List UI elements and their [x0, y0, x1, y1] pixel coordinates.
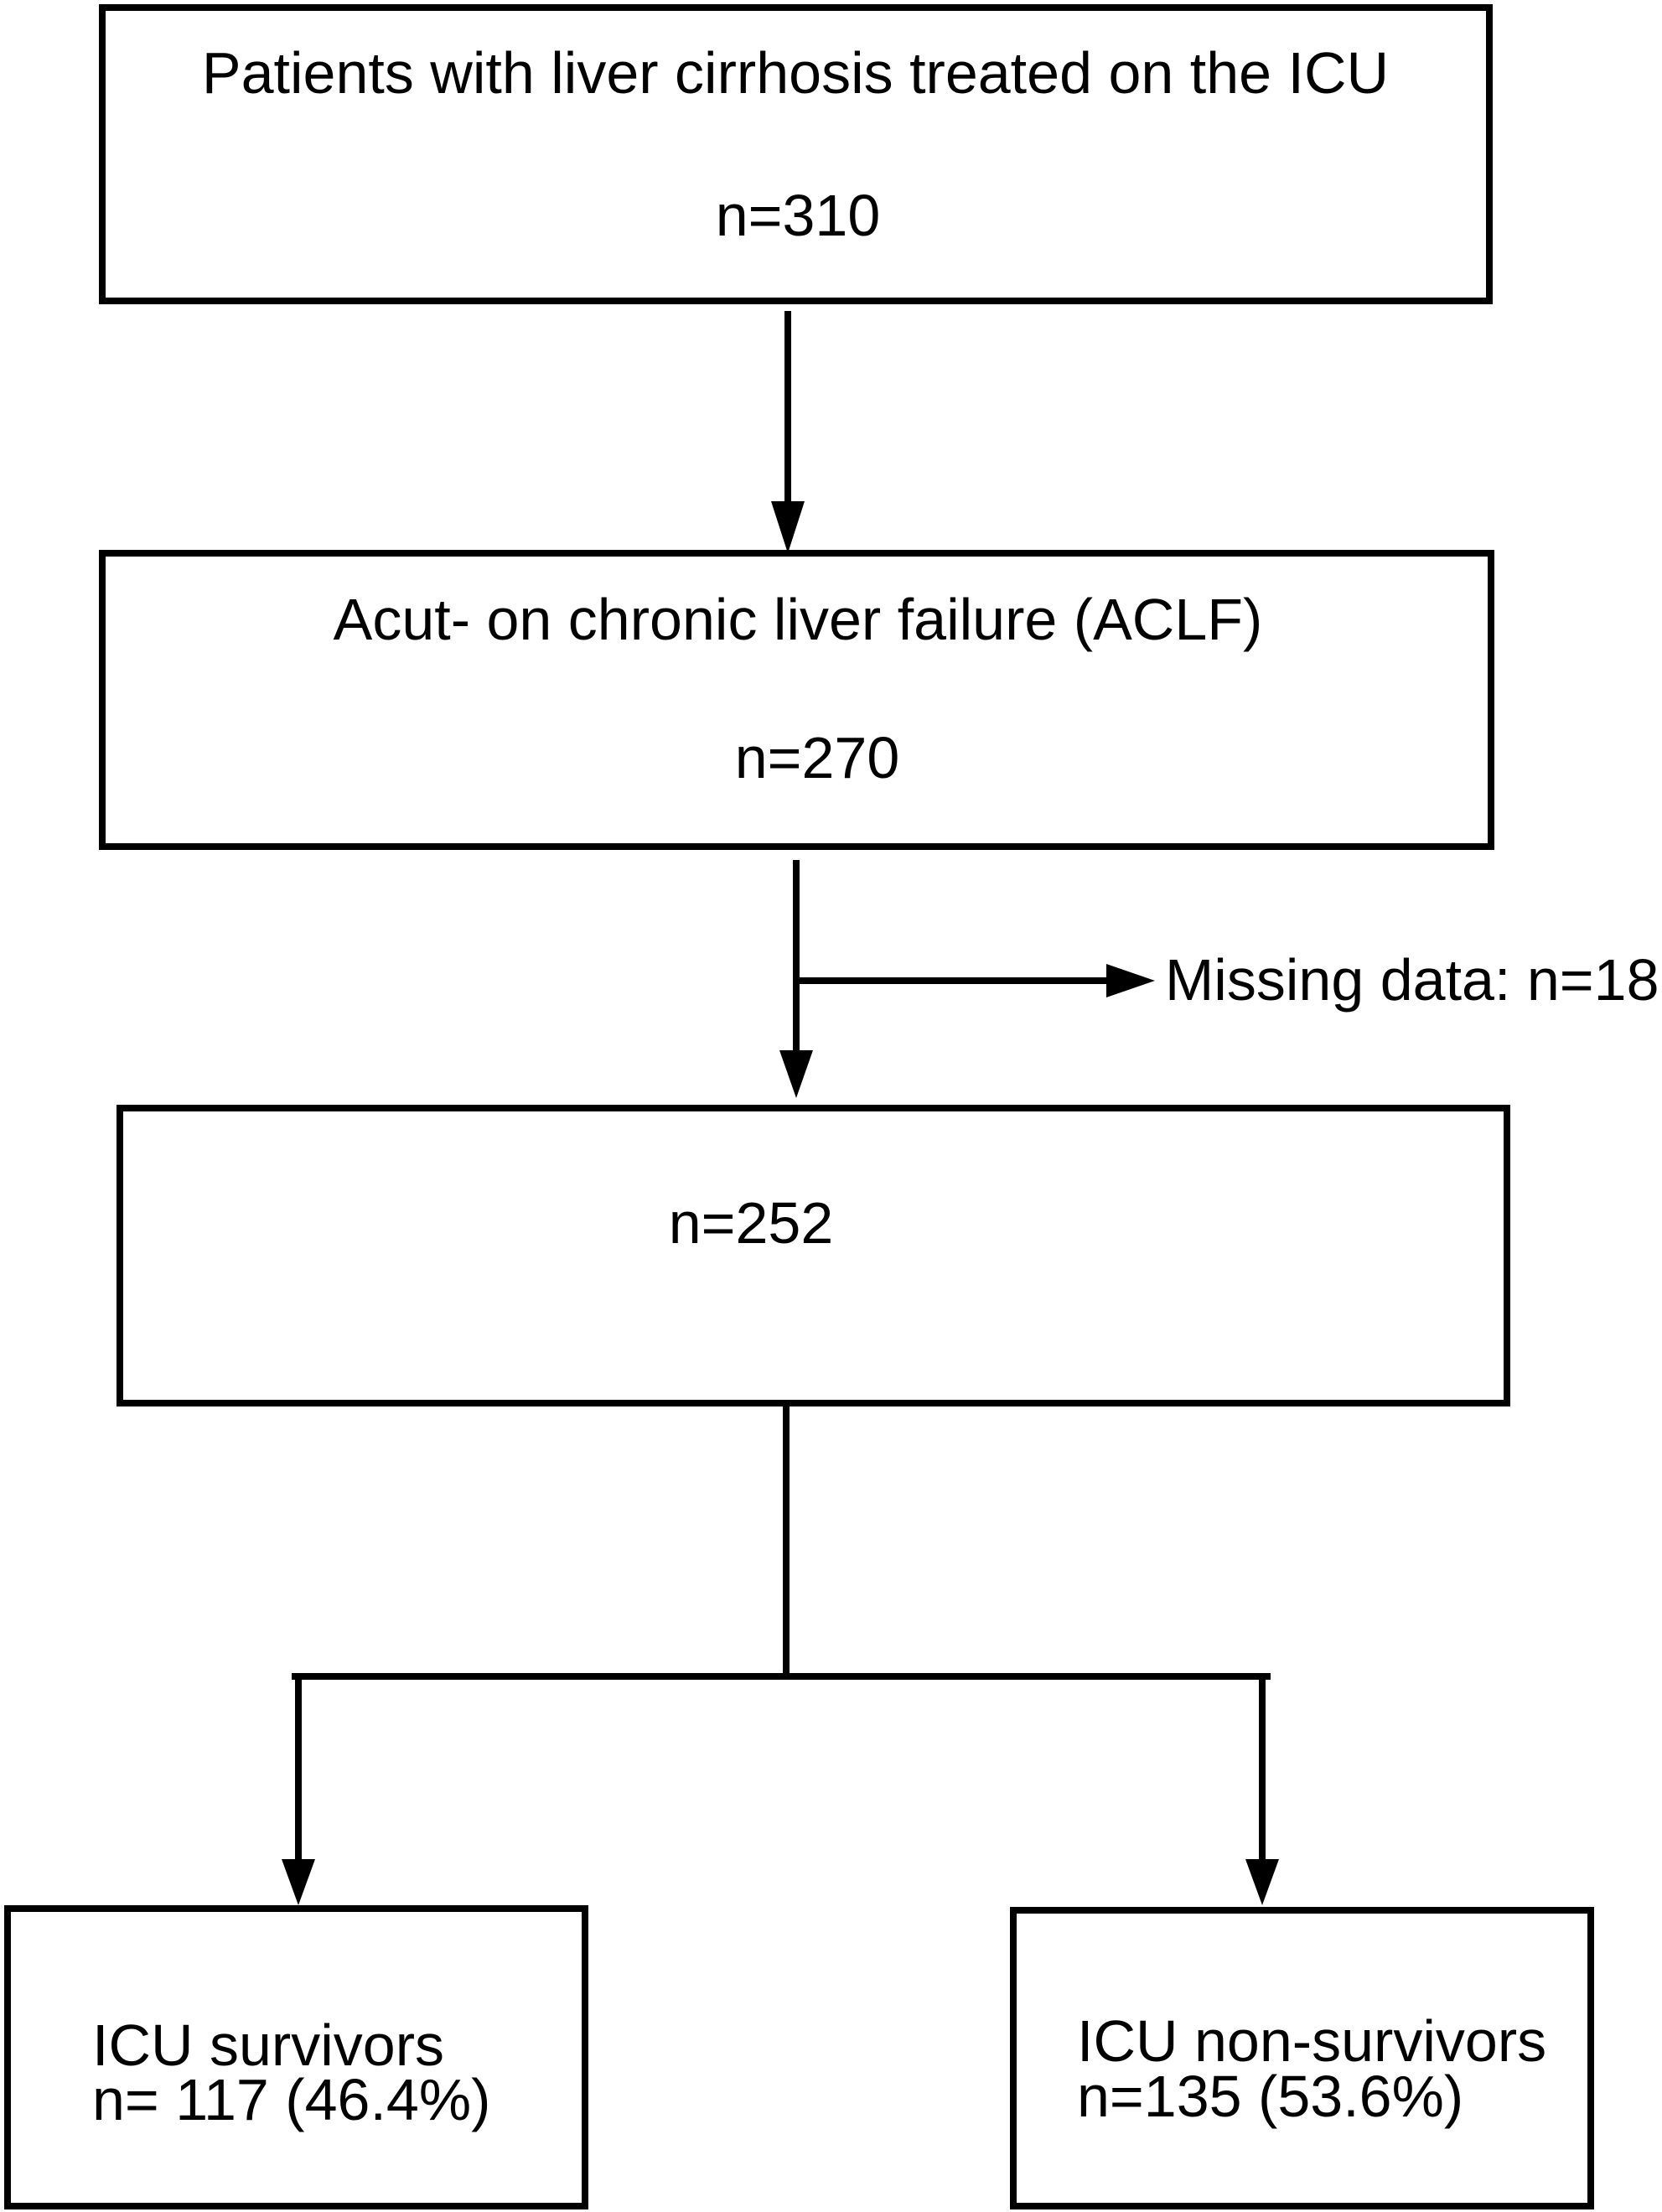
arrowhead-non-survivors [1245, 1859, 1279, 1905]
box-icu-patients-label: Patients with liver cirrhosis treated on… [201, 40, 1390, 106]
arrowhead-310-to-270 [771, 501, 805, 553]
exclusion-label: Missing data: n=18 [1165, 947, 1659, 1013]
arrowhead-survivors [282, 1859, 315, 1905]
box-icu-survivors [4, 1905, 588, 2209]
box-aclf-label: Acut- on chronic liver failure (ACLF) [333, 587, 1263, 652]
box-icu-patients-count: n=310 [715, 183, 881, 248]
arrowhead-270-to-252 [779, 1050, 813, 1098]
box-icu-non-survivors-label: ICU non-survivors [1077, 2008, 1547, 2074]
box-aclf-count: n=270 [734, 725, 900, 790]
box-icu-survivors-label: ICU survivors [92, 2013, 445, 2078]
box-analyzed [116, 1105, 1510, 1406]
box-icu-non-survivors [1010, 1907, 1594, 2209]
box-icu-non-survivors-count: n=135 (53.6%) [1077, 2064, 1464, 2129]
box-icu-patients [99, 4, 1493, 304]
box-analyzed-count: n=252 [668, 1190, 834, 1256]
arrowhead-exclusion [1106, 964, 1155, 997]
box-icu-survivors-count: n= 117 (46.4%) [92, 2067, 491, 2132]
box-aclf [99, 550, 1494, 850]
